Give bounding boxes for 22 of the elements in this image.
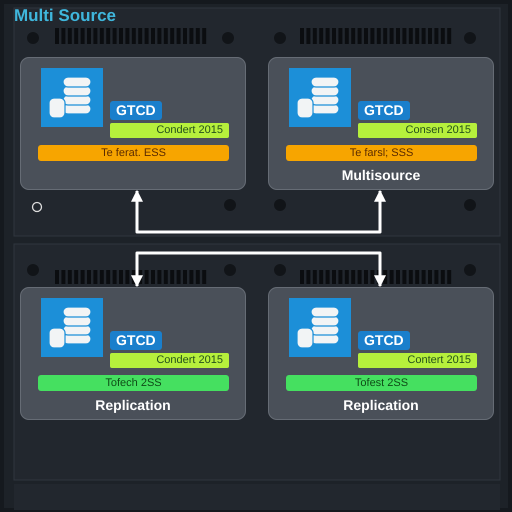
double-arrow [131, 190, 386, 234]
card-title: Multisource [340, 167, 422, 183]
server-card [20, 57, 246, 190]
card-title: Replication [94, 397, 172, 413]
heading: Multi Source [14, 6, 116, 26]
card-title: Replication [342, 397, 420, 413]
version-label: Consen 2015 [358, 123, 477, 138]
version-label: Condert 2015 [110, 353, 229, 368]
tag-label: GTCD [110, 101, 162, 120]
version-label: Contert 2015 [358, 353, 477, 368]
server-card [268, 57, 494, 190]
status-label: Te farsl; SSS [286, 145, 477, 161]
version-label: Condert 2015 [110, 123, 229, 138]
tag-label: GTCD [358, 331, 410, 350]
server-card [20, 287, 246, 420]
double-arrow [131, 252, 386, 288]
tag-label: GTCD [110, 331, 162, 350]
status-label: Te ferat. ESS [38, 145, 229, 161]
status-label: Tofech 2SS [38, 375, 229, 391]
server-card [268, 287, 494, 420]
status-label: Tofest 2SS [286, 375, 477, 391]
tag-label: GTCD [358, 101, 410, 120]
